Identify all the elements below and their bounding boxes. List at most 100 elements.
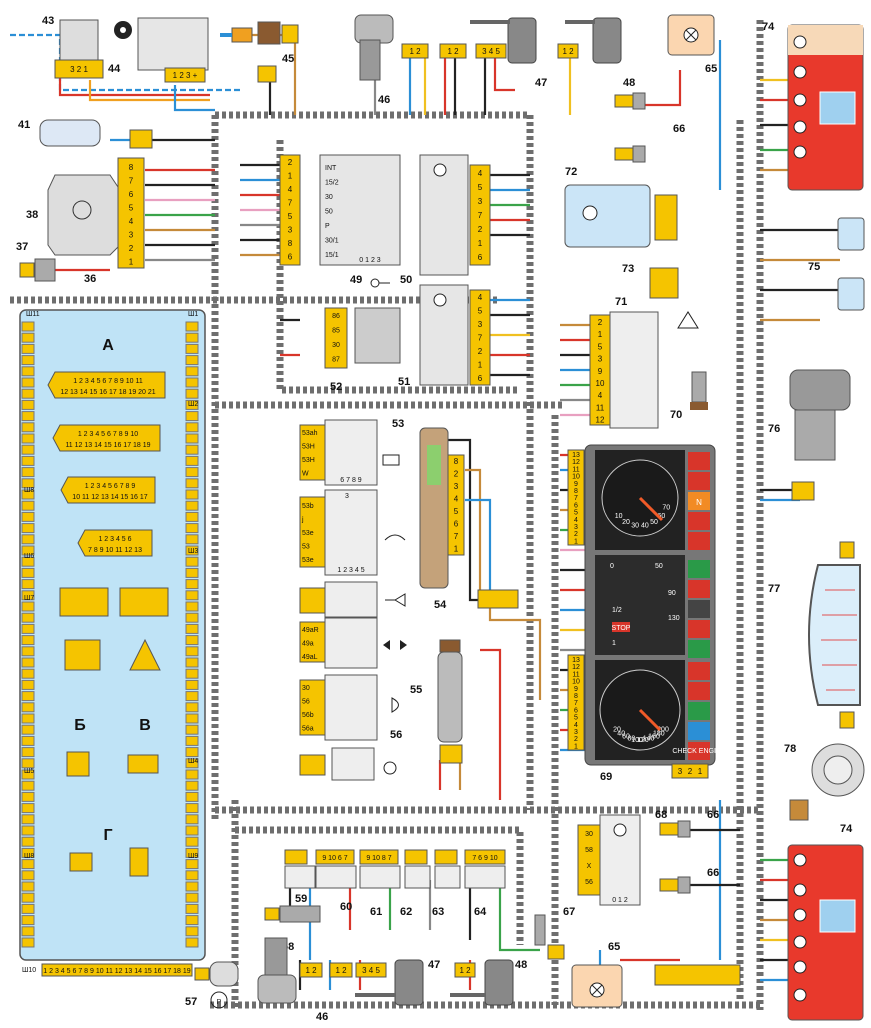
fuse-block-pin [185,791,199,802]
fuse-block-pin [21,590,35,601]
switch-53-terminal: 53b [302,503,314,510]
switch-51-pin: 4 [478,293,483,302]
fuse-block-pin [185,702,199,713]
fuse-block-pin [21,377,35,388]
connector-47-top-pins: 3 4 5 [482,47,500,56]
c43-pins: 3 2 1 [70,65,88,74]
label-46: 46 [378,94,390,106]
gauge-small-90: 90 [668,590,676,597]
label-63: 63 [432,906,444,918]
switch-54-pin: 7 [454,532,459,541]
fuse-block-side-label-sh5: Ш5 [24,768,34,775]
connector-48-top [557,43,579,59]
fuse-block-pin [185,399,199,410]
label-36: 36 [84,273,96,285]
label-70: 70 [670,409,682,421]
connector-48-bottom [454,962,476,978]
fuse-block-pin [185,500,199,511]
switch-71-pin: 12 [596,416,605,425]
component-44-heater-motor: 1 2 3 + [137,17,209,83]
key-icon [370,278,390,288]
label-48: 48 [623,77,635,89]
warning-lamps: N CHECK ENGINE [672,452,726,760]
label-72: 72 [565,166,577,178]
fuse-block-pin [21,422,35,433]
switch-68-terminal: 58 [585,847,593,854]
label-74-bottom: 74 [840,823,853,835]
label-60: 60 [340,901,352,913]
fuse-block-pin [21,579,35,590]
parking-brake-icon: P [210,991,228,1009]
connector-38-pin: 7 [129,177,134,186]
ignition-pin: 6 [288,253,293,262]
cluster-pin: 8 [574,693,578,700]
label-69: 69 [600,771,612,783]
fan-icon [114,21,132,39]
connector-38-pin: 8 [129,163,134,172]
switch-54-pin: 3 [454,482,459,491]
switch-50-pin: 5 [478,183,483,192]
fuse-block-pin [21,411,35,422]
connector-1-2-b [439,43,467,59]
gauge-small-0: 0 [610,563,614,570]
fuse-block-pin [21,926,35,937]
label-50: 50 [400,274,412,286]
component-48-bottom [450,959,514,1006]
cluster-pin: 3 [574,729,578,736]
switch-51-pin: 5 [478,307,483,316]
fuse-block-pin [185,859,199,870]
fuse-block-pin [21,545,35,556]
check-engine-lamp: CHECK ENGINE [672,748,726,755]
label-54: 54 [434,599,447,611]
fuse-block-pin [21,769,35,780]
relay-socket-3-bottom: 10 11 12 13 14 15 16 17 [72,494,147,501]
relay-socket-8 [129,638,161,671]
label-59: 59 [295,893,307,905]
fuse-block-pin [185,523,199,534]
cluster-pin: 1 [574,743,578,750]
cluster-pin: 11 [572,671,579,678]
speedometer-tick-label: 20 [613,726,621,733]
connector-38-pin: 6 [129,190,134,199]
turn-signal-terminal: 49aL [302,654,318,661]
fuse-block-pin [185,612,199,623]
fuse-block-pin [21,646,35,657]
switch-50-pin: 6 [478,253,483,262]
relay-61-pins: 9 10 8 7 [366,855,391,862]
fuse-block-side-label-sh4: Ш4 [188,758,198,765]
switch-53-terminal: W [302,471,309,478]
cluster-pin: 11 [572,466,579,473]
connector-bottom-1-2-a [299,962,323,978]
label-57: 57 [185,996,197,1008]
label-47: 47 [535,77,547,89]
switch-53-terminal: 53H [302,457,315,464]
fuse-block-label-v: В [139,717,151,734]
cigarette-lighter-55 [437,639,463,764]
fuse-block-pin [185,455,199,466]
cluster-pin: 6 [574,502,578,509]
cluster-pin: 2 [574,736,578,743]
relay-52-terminal: 85 [332,328,340,335]
cluster-pin: 4 [574,722,578,729]
fuse-block-pin [185,825,199,836]
label-51: 51 [398,376,410,388]
fuse-block-pin [185,847,199,858]
label-38: 38 [26,209,38,221]
switch-53-terminal: 53e [302,557,314,564]
cluster-pin: 7 [574,700,578,707]
ignition-pin: 5 [288,212,293,221]
fuse-block-pin [21,601,35,612]
fuse-block-pin [21,881,35,892]
fuse-block-pin [185,411,199,422]
ignition-terminal: 15/2 [325,180,339,187]
fuse-block-pin [21,612,35,623]
switch-54-pin: 8 [454,457,459,466]
fuse-block-pin [21,691,35,702]
